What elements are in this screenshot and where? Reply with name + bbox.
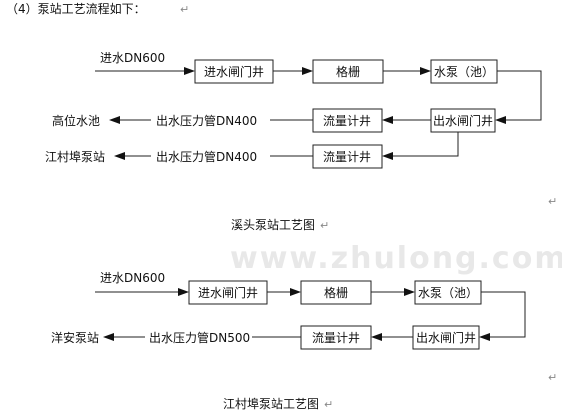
destination-label: 洋安泵站 xyxy=(51,330,99,345)
arrow-head xyxy=(114,152,125,160)
arrow-head xyxy=(290,288,301,296)
arrow-head xyxy=(479,333,490,341)
arrow-head xyxy=(371,333,382,341)
paragraph-mark: ↵ xyxy=(320,219,329,232)
outlet-gate-well-label: 出水闸门井 xyxy=(433,113,493,128)
flowmeter-well-label: 流量计井 xyxy=(312,331,360,345)
paragraph-mark: ↵ xyxy=(548,371,557,384)
outlet-pipe-label: 出水压力管DN500 xyxy=(149,330,250,345)
arrow-head xyxy=(420,67,431,75)
destination-label: 江村埠泵站 xyxy=(45,150,105,164)
outlet-pipe-label: 出水压力管DN400 xyxy=(156,113,257,128)
grille-label: 格栅 xyxy=(324,285,348,300)
xitou-pump-station-diagram: 进水DN600 进水闸门井 格栅 水泵（池） 出水闸门井 流量计井 出水压力管D… xyxy=(45,51,557,232)
outlet-gate-well-label: 出水闸门井 xyxy=(416,330,476,345)
paragraph-mark: ↵ xyxy=(180,3,189,16)
diagram-caption: 溪头泵站工艺图 xyxy=(231,218,315,232)
jiangcunbu-pump-station-diagram: 进水DN600 进水闸门井 格栅 水泵（池） 出水闸门井 流量计井 出水压力管D… xyxy=(51,271,557,411)
paragraph-mark: ↵ xyxy=(548,195,557,208)
connector-line xyxy=(389,132,459,157)
destination-label: 高位水池 xyxy=(52,113,100,128)
paragraph-mark: ↵ xyxy=(324,398,333,411)
flowmeter-well-label: 流量计井 xyxy=(323,150,371,164)
arrow-head xyxy=(302,67,313,75)
connector-line xyxy=(497,70,542,121)
arrow-head xyxy=(382,152,393,160)
inlet-gate-well-label: 进水闸门井 xyxy=(204,64,264,79)
flowmeter-well-label: 流量计井 xyxy=(323,114,371,128)
connector-line xyxy=(481,291,526,338)
arrow-head xyxy=(184,67,195,75)
watermark: www.zhulong.com xyxy=(230,241,562,276)
inlet-label: 进水DN600 xyxy=(100,51,165,65)
arrow-head xyxy=(109,116,120,124)
arrow-head xyxy=(382,116,393,124)
arrow-head xyxy=(103,333,114,341)
pump-label: 水泵（池） xyxy=(418,286,478,300)
inlet-label: 进水DN600 xyxy=(100,271,165,285)
arrow-head xyxy=(404,288,415,296)
arrow-head xyxy=(178,288,189,296)
pump-label: 水泵（池） xyxy=(434,65,494,79)
diagram-caption: 江村埠泵站工艺图 xyxy=(223,397,319,411)
inlet-gate-well-label: 进水闸门井 xyxy=(198,285,258,300)
outlet-pipe-label: 出水压力管DN400 xyxy=(156,149,257,164)
section-heading: （4）泵站工艺流程如下： xyxy=(6,1,146,16)
arrow-head xyxy=(495,116,506,124)
grille-label: 格栅 xyxy=(336,64,360,79)
